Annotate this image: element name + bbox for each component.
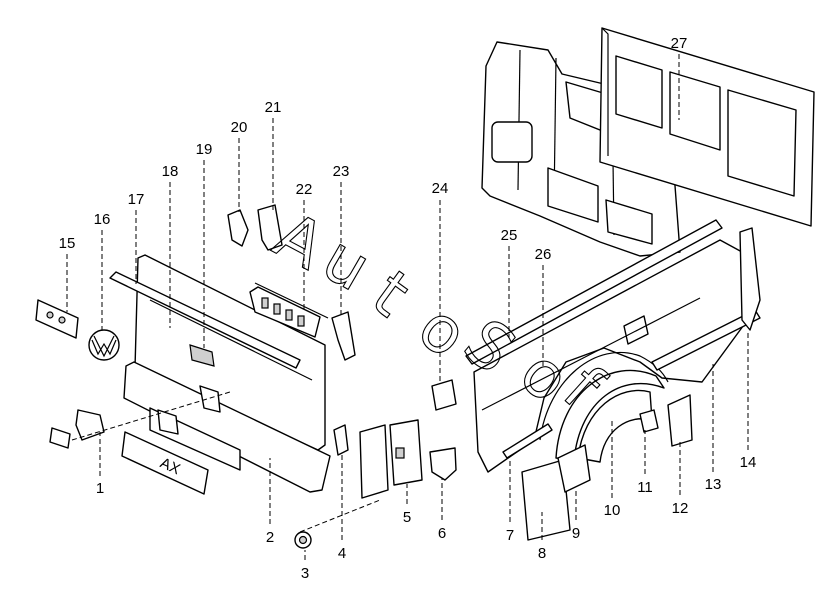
callout-24: 24 [432,180,449,197]
callout-27: 27 [671,35,688,52]
callout-22: 22 [296,181,313,198]
callout-9: 9 [572,525,580,542]
cab-lower-opening-2 [547,167,599,223]
callout-11: 11 [637,479,653,496]
wheelhouse-bracket [639,409,659,433]
mud-flap [521,459,571,541]
lamp-bracket-2 [157,409,179,435]
hinge-slot-2 [273,303,281,315]
tailgate-latch [331,311,356,361]
callout-20: 20 [231,119,248,136]
tail-light-lens [395,447,405,459]
wheelhouse-liner [555,369,665,461]
callout-21: 21 [265,99,282,116]
callout-16: 16 [94,211,111,228]
callout-3: 3 [301,565,309,582]
hinge-slot-4 [297,315,305,327]
bulkhead-opening-2 [669,71,721,151]
side-top-rail [465,219,723,365]
callout-5: 5 [403,509,411,526]
vw-emblem-w [91,339,117,356]
hinge-rod [254,282,329,319]
watermark-letter: t [359,257,423,332]
callout-8: 8 [538,545,546,562]
assembly-line-tail [299,499,381,533]
front-bulkhead-panel [599,27,815,227]
badge-plate [35,299,79,339]
retaining-clip [333,424,349,456]
side-marker-lamp [49,427,71,449]
tail-light-left [359,424,389,499]
hinge-slot-1 [261,297,269,309]
bulkhead-opening-3 [727,89,797,197]
bulkhead-edge [601,27,609,156]
callout-17: 17 [128,191,145,208]
cab-pillar-left [517,49,521,191]
license-plate-text: AX [157,455,182,479]
side-panel-outline [473,239,747,473]
rubber-bumper [431,379,457,411]
hinge-right [257,204,283,251]
callout-19: 19 [196,141,213,158]
leader-lines [66,54,749,560]
license-plate [121,431,209,495]
callout-13: 13 [705,476,722,493]
badge-dot-2 [58,316,66,324]
callout-26: 26 [535,246,552,263]
callouts: 1 2 3 4 5 6 7 8 9 10 11 12 13 14 15 16 1… [59,35,757,582]
side-panel-fuel-door [623,315,649,345]
lower-strip-rear [502,423,553,459]
callout-7: 7 [506,527,514,544]
callout-18: 18 [162,163,179,180]
tailgate-top-rail [109,271,301,369]
bed-side-panel [465,219,747,473]
callout-4: 4 [338,545,346,562]
callout-2: 2 [266,529,274,546]
grommet-hole [298,535,308,545]
badge-dot-1 [46,311,54,319]
side-bracket [667,394,693,447]
cab-lower-opening-1 [491,121,533,163]
hinge-left [227,209,249,247]
callout-23: 23 [333,163,350,180]
vw-emblem-v [93,335,115,358]
callout-25: 25 [501,227,518,244]
lower-strip-front [651,309,761,371]
bulkhead-opening-1 [615,55,663,129]
tail-light-right [389,419,423,486]
lamp-cover [429,447,457,481]
callout-12: 12 [672,500,689,517]
tailgate-inner-line [149,299,313,381]
wheel-arch-edge [539,351,669,441]
wheelhouse-inner [577,389,653,463]
flap-bracket [557,444,591,493]
callout-15: 15 [59,235,76,252]
callout-10: 10 [604,502,621,519]
corner-post [739,227,761,331]
cab-lower-opening-3 [605,199,653,245]
hinge-slot-3 [285,309,293,321]
assembly-line-lamp [71,391,231,441]
side-panel-crease [481,297,701,411]
callout-6: 6 [438,525,446,542]
callout-1: 1 [96,480,104,497]
rear-crossmember [123,361,331,493]
tailgate-handle [189,344,215,367]
callout-14: 14 [740,454,757,471]
